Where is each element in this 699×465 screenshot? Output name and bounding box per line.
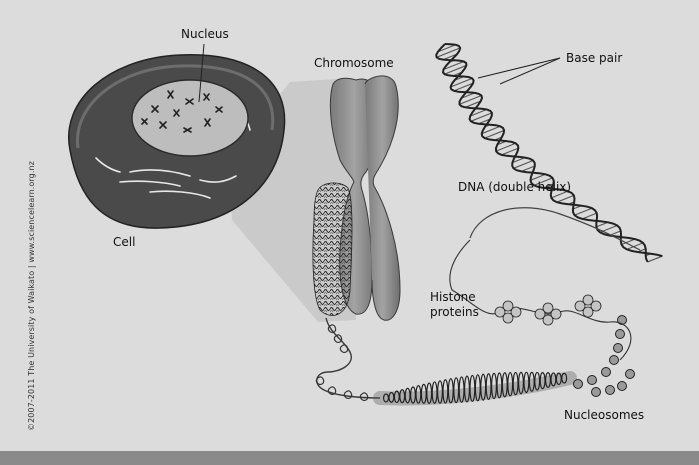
nucleosome-bead <box>614 344 623 353</box>
nucleosome-bead <box>592 388 601 397</box>
label-nucleus: Nucleus <box>181 28 229 40</box>
nucleosome-bead <box>602 368 611 377</box>
label-base-pair: Base pair <box>566 52 622 64</box>
nucleosome-bead <box>616 330 625 339</box>
nucleosome-bead <box>626 370 635 379</box>
nucleosome-bead <box>606 386 615 395</box>
label-histone-proteins: Histone proteins <box>430 290 479 320</box>
bottom-band <box>0 451 699 465</box>
nucleosome-bead <box>588 376 597 385</box>
credit-text: ©2007-2011 The University of Waikato | w… <box>27 161 36 431</box>
label-cell: Cell <box>113 236 135 248</box>
nucleosome-bead <box>574 380 583 389</box>
label-nucleosomes: Nucleosomes <box>564 409 644 421</box>
nucleosome-bead <box>610 356 619 365</box>
nucleosome-bead <box>618 382 627 391</box>
label-dna: DNA (double helix) <box>458 181 571 193</box>
label-chromosome: Chromosome <box>314 57 394 69</box>
